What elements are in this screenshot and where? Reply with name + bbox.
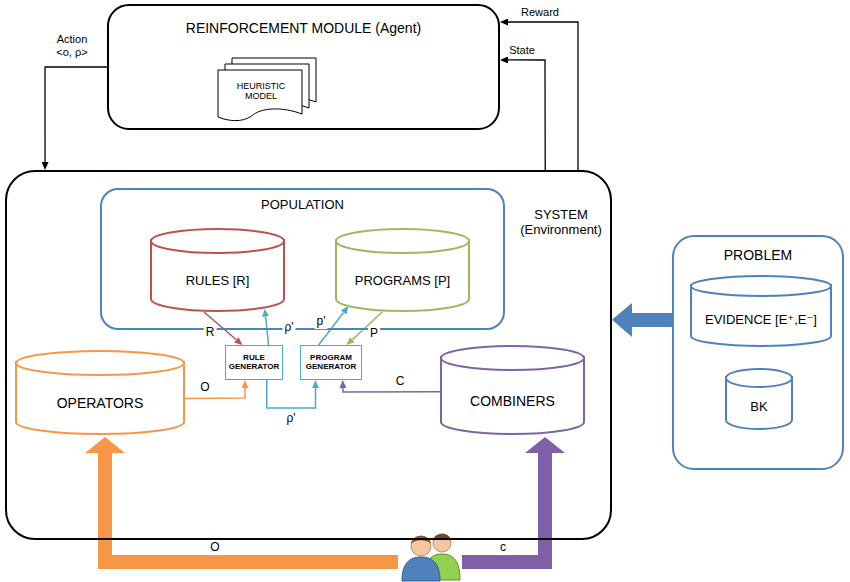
cylinder-top [336,229,469,253]
arrow-head [85,437,125,453]
rules-store: RULES [R] [150,228,285,312]
node-label: PROGRAMS [P] [355,274,450,289]
user-icon [402,534,460,581]
connector-label: Reward [519,6,561,19]
connector-arrow [204,312,236,340]
connector-arrow [508,22,578,170]
node-label: PROGRAM GENERATOR [303,354,359,372]
operators-input-arrow [105,452,398,562]
node-label: PROBLEM [674,247,842,263]
arrow-head [525,437,565,453]
connector-arrow [266,317,269,345]
cylinder-shape [15,350,185,435]
population-group: RULES [R] PROGRAMS [P] POPULATION [100,188,505,330]
node-label: OPERATORS [57,395,144,411]
connector-arrow [343,388,440,392]
operators-store: OPERATORS [15,350,185,435]
node-label: BK [750,400,767,415]
system-environment: RULES [R] PROGRAMS [P] POPULATION RULE GENE… [5,170,612,540]
node-label: EVIDENCE [E⁺,E⁻] [705,313,817,328]
heuristic-model-stack: HEURISTIC MODEL [218,58,318,122]
connector-arrow [267,380,316,408]
node-label: HEURISTIC MODEL [231,82,291,102]
cylinder-top [726,369,792,387]
document-page [218,70,302,121]
node-label: RULES [R] [186,274,250,289]
rule-generator: RULE GENERATOR [225,345,283,380]
node-label: SYSTEM (Environment) [515,208,607,238]
connector-label: C [394,375,407,389]
node-label: REINFORCEMENT MODULE (Agent) [109,20,498,36]
cylinder-shape [690,275,832,347]
arrow-label: c [498,541,508,555]
connector-label: Action <o, ρ> [48,33,96,58]
connector-label: State [507,44,537,57]
connector-arrow [632,313,672,327]
node-label: RULE GENERATOR [228,354,280,372]
connector-arrow [185,388,245,398]
problem-group: EVIDENCE [E⁺,E⁻] BK PROBLEM [672,235,844,470]
person-head [433,534,451,552]
combiners-input-arrow [462,452,545,562]
cylinder-top [691,276,831,296]
combiners-store: COMBINERS [440,345,585,435]
user-arrows [85,437,565,562]
connector-label: ρ' [284,412,297,426]
connector-arrow [45,67,107,162]
cylinder-top [441,346,584,370]
connector-label: O [198,381,211,395]
cylinder-shape [150,228,285,312]
node-label: COMBINERS [470,393,555,409]
connector-arrow [352,312,382,340]
arrow-label: O [208,541,221,555]
person-body [402,557,440,581]
cylinder-shape [440,345,585,435]
node-label: POPULATION [102,198,503,213]
programs-store: PROGRAMS [P] [335,228,470,312]
cylinder-top [151,229,284,253]
evidence-store: EVIDENCE [E⁺,E⁻] [690,275,832,347]
connector-arrow [508,60,545,170]
agent-module: HEURISTIC MODEL REINFORCEMENT MODULE (Age… [107,4,500,130]
connector-label: ρ' [282,321,295,335]
cylinder-top [16,351,184,375]
program-generator: PROGRAM GENERATOR [300,345,362,380]
bk-store: BK [725,368,793,430]
connector-label: p' [315,315,328,329]
cylinder-shape [335,228,470,312]
